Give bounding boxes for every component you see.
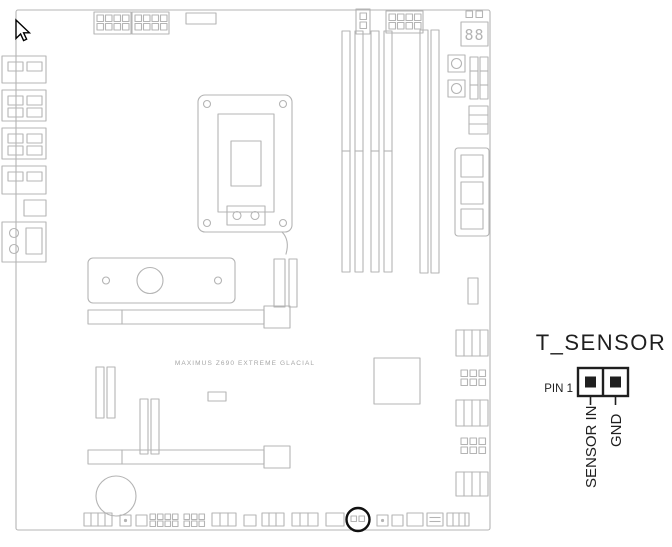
- m2-heatsink: [87, 257, 236, 304]
- dram-slots: [341, 30, 393, 273]
- onboard-buttons: [447, 54, 466, 98]
- rear-io-ports: [1, 55, 47, 263]
- dimm2-slot: [419, 29, 440, 274]
- header-pair-b: [139, 398, 160, 455]
- motherboard: 88: [1, 8, 491, 531]
- board-name-label: MAXIMUS Z690 EXTREME GLACIAL: [175, 360, 315, 367]
- eps-power-connectors: [93, 11, 170, 35]
- pcie-slot-2: [87, 445, 291, 469]
- cpu-die: [230, 140, 262, 187]
- cursor-icon: [15, 18, 32, 42]
- callout-title: T_SENSOR: [536, 330, 667, 355]
- cmos-battery: [95, 475, 137, 517]
- right-lower-headers: [455, 277, 489, 497]
- t-sensor-highlight-circle: [345, 506, 371, 533]
- socket-lever: [281, 231, 288, 255]
- pin2-signal-label: GND: [608, 414, 625, 448]
- t-sensor-callout: T_SENSOR PIN 1 SENSOR IN GND: [536, 330, 667, 488]
- top-right-pin-grid: [385, 10, 424, 34]
- pcie-slot-1: [87, 305, 291, 329]
- right-edge-headers: [468, 56, 489, 135]
- q-code-display: 88: [460, 10, 489, 47]
- top-connector: [185, 12, 217, 25]
- fan-header: [355, 8, 371, 35]
- small-header: [207, 391, 227, 402]
- right-io-block: [454, 147, 490, 237]
- pin-1-square: [585, 376, 596, 388]
- chipset: [373, 357, 421, 405]
- m2-vertical-slots: [273, 258, 298, 308]
- q-code-digits: 88: [464, 26, 484, 44]
- board-outline: [15, 9, 491, 531]
- bottom-headers: [83, 512, 470, 528]
- pin1-label: PIN 1: [544, 383, 573, 395]
- t-sensor-header: [350, 515, 366, 523]
- pin-2-square: [610, 376, 621, 388]
- cpu-socket: [197, 94, 293, 255]
- header-pair-a: [95, 366, 116, 419]
- pin1-signal-label: SENSOR IN: [583, 405, 600, 488]
